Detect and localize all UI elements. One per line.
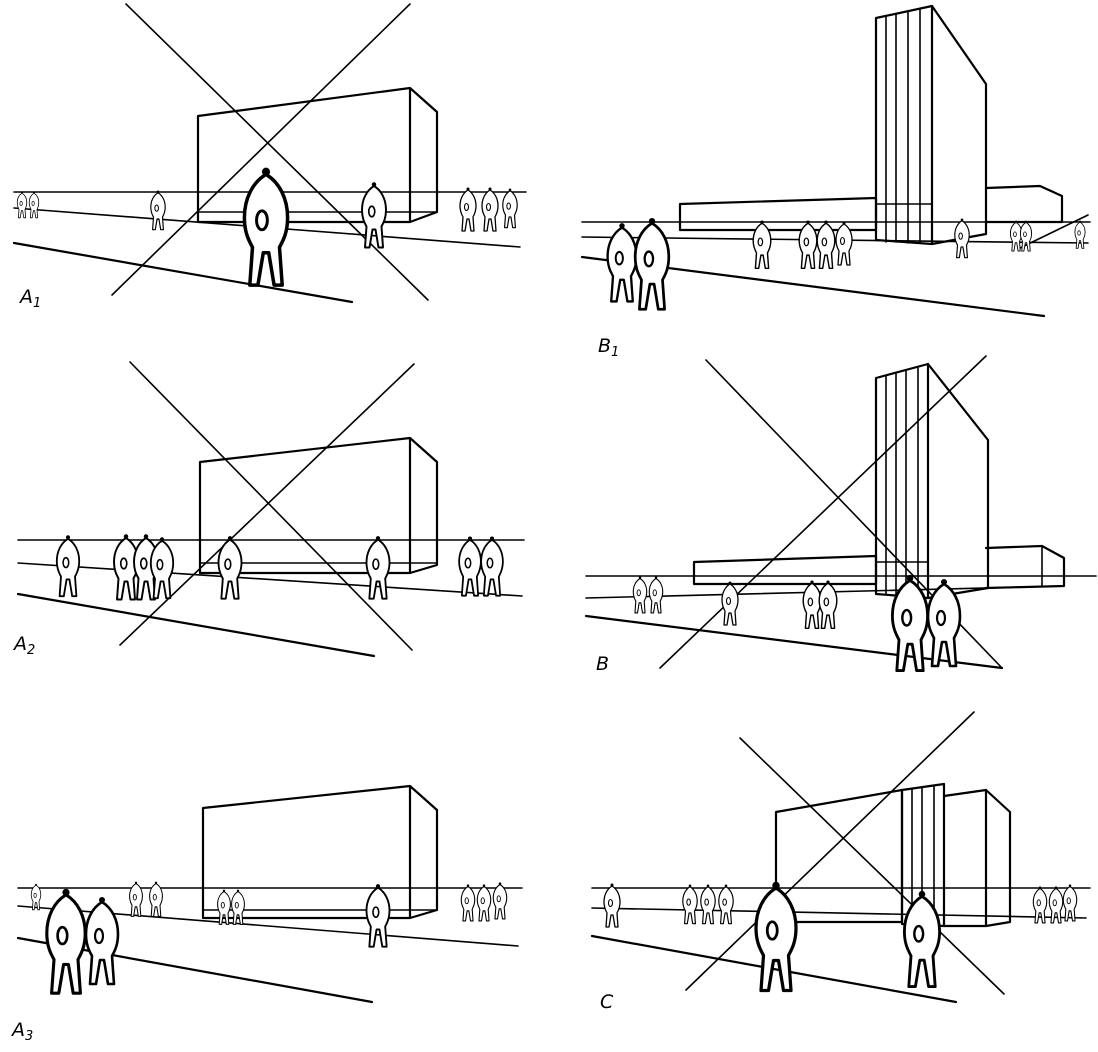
- right-block-building: [942, 788, 1012, 928]
- person-figure: [818, 579, 838, 630]
- person-figure: [752, 219, 772, 270]
- person-figure: [721, 580, 739, 626]
- person-figure: [84, 895, 120, 986]
- person-figure: [682, 883, 698, 925]
- low-wing-building: [692, 554, 878, 586]
- person-figure: [632, 575, 648, 614]
- panel-label: C: [600, 991, 614, 1013]
- building: [198, 436, 439, 575]
- person-figure: [28, 191, 40, 219]
- person-figure: [802, 579, 822, 630]
- person-figure: [129, 881, 143, 917]
- panel-label: A3: [10, 1019, 33, 1044]
- panel-a2: A2: [12, 361, 525, 658]
- person-figure: [149, 881, 163, 917]
- person-figure: [1019, 220, 1033, 252]
- ground-line: [590, 934, 958, 1004]
- ground-line: [17, 562, 523, 597]
- person-figure: [502, 187, 518, 229]
- rear-wing-building: [984, 544, 1066, 590]
- ramp-line: [1019, 214, 1089, 249]
- person-figure: [476, 883, 492, 922]
- person-figure: [606, 221, 638, 303]
- person-figure: [754, 880, 798, 993]
- diagonal-line: [685, 711, 975, 991]
- building: [196, 86, 439, 224]
- panel-label: B1: [598, 335, 619, 360]
- panel-label: B: [596, 653, 609, 675]
- diagonal-line: [119, 363, 415, 646]
- person-figure: [481, 186, 499, 232]
- person-figure: [458, 535, 482, 597]
- person-figure: [460, 883, 476, 922]
- person-figure: [231, 889, 245, 925]
- person-figure: [16, 191, 28, 219]
- person-figure: [45, 887, 87, 995]
- ground-line: [16, 592, 376, 658]
- person-figure: [603, 882, 621, 928]
- panel-c: C: [590, 711, 1091, 1013]
- person-figure: [816, 219, 836, 270]
- person-figure: [926, 577, 962, 668]
- person-figure: [242, 165, 290, 287]
- panel-a1: A1: [12, 3, 527, 311]
- person-figure: [648, 575, 664, 614]
- person-figure: [55, 534, 81, 598]
- diagonal-line: [739, 737, 1005, 995]
- diagonal-line: [659, 355, 987, 669]
- diagonal-line: [111, 3, 411, 296]
- person-figure: [718, 883, 734, 925]
- person-figure: [365, 535, 391, 600]
- diagonal-line: [129, 361, 413, 651]
- person-figure: [1074, 220, 1086, 249]
- person-figure: [459, 186, 477, 232]
- person-figure: [700, 883, 716, 925]
- person-figure: [365, 883, 391, 948]
- person-figure: [217, 535, 243, 600]
- ground-line: [591, 907, 1087, 919]
- panel-a3: A3: [10, 784, 523, 1044]
- panel-b: B: [584, 355, 1097, 675]
- ground-line: [12, 241, 354, 304]
- person-figure: [217, 889, 231, 925]
- diagonal-line: [125, 3, 429, 301]
- person-figure: [1009, 220, 1023, 252]
- person-figure: [835, 220, 853, 266]
- person-figure: [633, 216, 671, 311]
- left-block-building: [774, 788, 904, 924]
- panel-label: A1: [18, 286, 41, 311]
- building: [201, 784, 439, 920]
- panel-label: A2: [12, 633, 35, 658]
- person-figure: [954, 217, 970, 259]
- person-figure: [150, 189, 166, 231]
- person-figure: [480, 535, 504, 597]
- panel-b1: B1: [580, 4, 1091, 360]
- person-figure: [798, 219, 818, 270]
- person-figure: [1062, 883, 1078, 922]
- tower-building: [874, 362, 990, 600]
- rear-wing-building: [984, 184, 1064, 224]
